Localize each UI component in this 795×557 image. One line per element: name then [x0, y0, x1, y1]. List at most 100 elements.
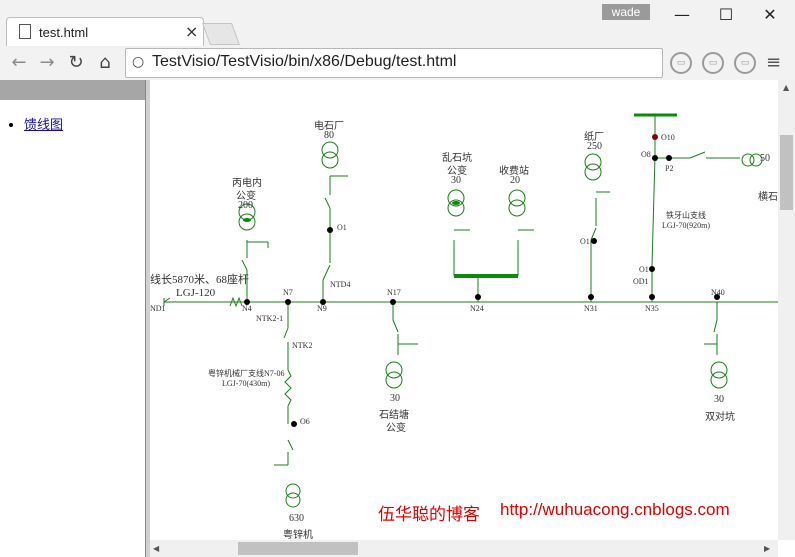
- horizontal-scrollbar[interactable]: ◀ ▶: [150, 540, 778, 557]
- node-label: NTD4: [330, 280, 351, 289]
- node-label: N17: [387, 288, 401, 297]
- tab-close-icon[interactable]: ×: [185, 22, 199, 41]
- extension-icon[interactable]: ▭: [670, 52, 692, 74]
- node-label: NTK2-1: [256, 314, 284, 323]
- node-label: OD1: [633, 277, 649, 286]
- user-badge[interactable]: wade: [602, 4, 650, 20]
- node-label: O6: [300, 417, 310, 426]
- node-label: N9: [317, 304, 327, 313]
- extension-icon[interactable]: ▭: [734, 52, 756, 74]
- frame-splitter[interactable]: [145, 80, 150, 557]
- node-label: N35: [645, 304, 659, 313]
- node-label: N7: [283, 288, 293, 297]
- node-o1c: [649, 266, 655, 272]
- node-n4: [244, 299, 250, 305]
- node-label: O10: [661, 133, 675, 142]
- node-label: ND1: [150, 304, 166, 313]
- node-o1: [327, 227, 333, 233]
- node-label: N24: [470, 304, 484, 313]
- station-name: 公变: [236, 191, 256, 202]
- frame-header: [0, 80, 145, 100]
- node-n40: [714, 294, 720, 300]
- diagram-frame: 线长5870米、68座杆 LGJ-120 ND1 N4 N7 N9 NTD4 N…: [150, 80, 778, 540]
- station-capacity: 630: [289, 513, 304, 524]
- left-frame: 馈线图: [0, 80, 146, 557]
- node-label: P2: [665, 164, 674, 173]
- node-label: N4: [242, 304, 252, 313]
- node-p2: [666, 155, 672, 161]
- station-capacity: 200: [238, 200, 253, 211]
- tab-title: test.html: [39, 25, 89, 40]
- station-capacity: 20: [510, 175, 520, 186]
- menu-icon[interactable]: ≡: [766, 52, 782, 73]
- station-name: 电石厂: [314, 121, 344, 132]
- node-label: N31: [584, 304, 598, 313]
- close-window-button[interactable]: ✕: [763, 5, 777, 24]
- address-bar[interactable]: ○ TestVisio/TestVisio/bin/x86/Debug/test…: [125, 48, 663, 78]
- forward-icon[interactable]: →: [39, 52, 55, 73]
- home-icon[interactable]: ⌂: [99, 52, 111, 73]
- node-n17: [390, 299, 396, 305]
- blog-url-watermark[interactable]: http://wuhuacong.cnblogs.com: [500, 500, 730, 519]
- node-n24: [475, 294, 481, 300]
- blog-name-watermark: 伍华聪的博客: [378, 505, 480, 525]
- station-name: 粤锌机: [283, 530, 313, 540]
- station-name: 收费站: [499, 166, 529, 177]
- station-name: 公变: [447, 166, 467, 177]
- sidebar-list: 馈线图: [8, 114, 63, 133]
- feeder-diagram-link[interactable]: 馈线图: [24, 117, 64, 132]
- node-label: NTK2: [292, 341, 313, 350]
- vertical-scrollbar[interactable]: ▲: [778, 80, 795, 540]
- browser-chrome: test.html × wade — ☐ ✕ ← → ↻ ⌂ ○ TestVis…: [0, 0, 795, 81]
- station-capacity: 50: [760, 153, 770, 164]
- page-info-icon[interactable]: ○: [132, 54, 145, 70]
- station-name: 乱石坑: [442, 153, 472, 164]
- line-description: 线长5870米、68座杆: [150, 274, 249, 286]
- node-label: O8: [641, 150, 651, 159]
- vertical-scroll-thumb[interactable]: [780, 135, 793, 210]
- reload-icon[interactable]: ↻: [68, 52, 84, 73]
- minimize-button[interactable]: —: [674, 5, 690, 24]
- scroll-up-icon[interactable]: ▲: [783, 83, 790, 92]
- new-tab-button[interactable]: [201, 23, 241, 45]
- station-name: 公变: [386, 423, 406, 434]
- horizontal-scroll-thumb[interactable]: [238, 542, 358, 555]
- node-o6: [291, 421, 297, 427]
- station-name: 石结塘: [379, 410, 409, 421]
- extension-icon[interactable]: ▭: [702, 52, 724, 74]
- node-o10: [652, 134, 658, 140]
- back-icon[interactable]: ←: [11, 52, 27, 73]
- document-icon: [19, 24, 31, 39]
- station-name: 横石: [758, 192, 778, 203]
- scroll-left-icon[interactable]: ◀: [153, 544, 160, 553]
- node-label: O1: [639, 265, 649, 274]
- scroll-right-icon[interactable]: ▶: [764, 544, 771, 553]
- station-capacity: 250: [587, 141, 602, 152]
- station-capacity: 30: [390, 393, 400, 404]
- line-conductor: LGJ-120: [176, 287, 216, 299]
- station-capacity: 30: [714, 394, 724, 405]
- station-capacity: 80: [324, 130, 334, 141]
- node-n7: [285, 299, 291, 305]
- node-label: O1: [337, 223, 347, 232]
- url-text[interactable]: TestVisio/TestVisio/bin/x86/Debug/test.h…: [152, 53, 457, 70]
- branch-conductor-label: LGJ-70(430m): [222, 379, 270, 388]
- node-n31: [588, 294, 594, 300]
- node-o8: [652, 155, 658, 161]
- feeder-diagram: [163, 113, 778, 508]
- tab-test-html[interactable]: test.html ×: [6, 17, 204, 46]
- node-label: N40: [711, 288, 725, 297]
- station-name: 丙电内: [232, 178, 262, 189]
- node-label: O1: [580, 237, 590, 246]
- node-n35: [649, 294, 655, 300]
- node-o1b: [591, 238, 597, 244]
- list-item: 馈线图: [24, 114, 63, 133]
- maximize-button[interactable]: ☐: [718, 5, 734, 24]
- branch-line-label: 铁牙山支线: [666, 211, 706, 220]
- station-capacity: 30: [451, 175, 461, 186]
- branch-conductor-label: LGJ-70(920m): [662, 221, 710, 230]
- branch-line-label: 粤锌机械厂支线N7-06: [208, 369, 285, 378]
- station-name: 纸厂: [584, 132, 604, 143]
- station-name: 双对坑: [705, 412, 735, 423]
- node-n9: [320, 299, 326, 305]
